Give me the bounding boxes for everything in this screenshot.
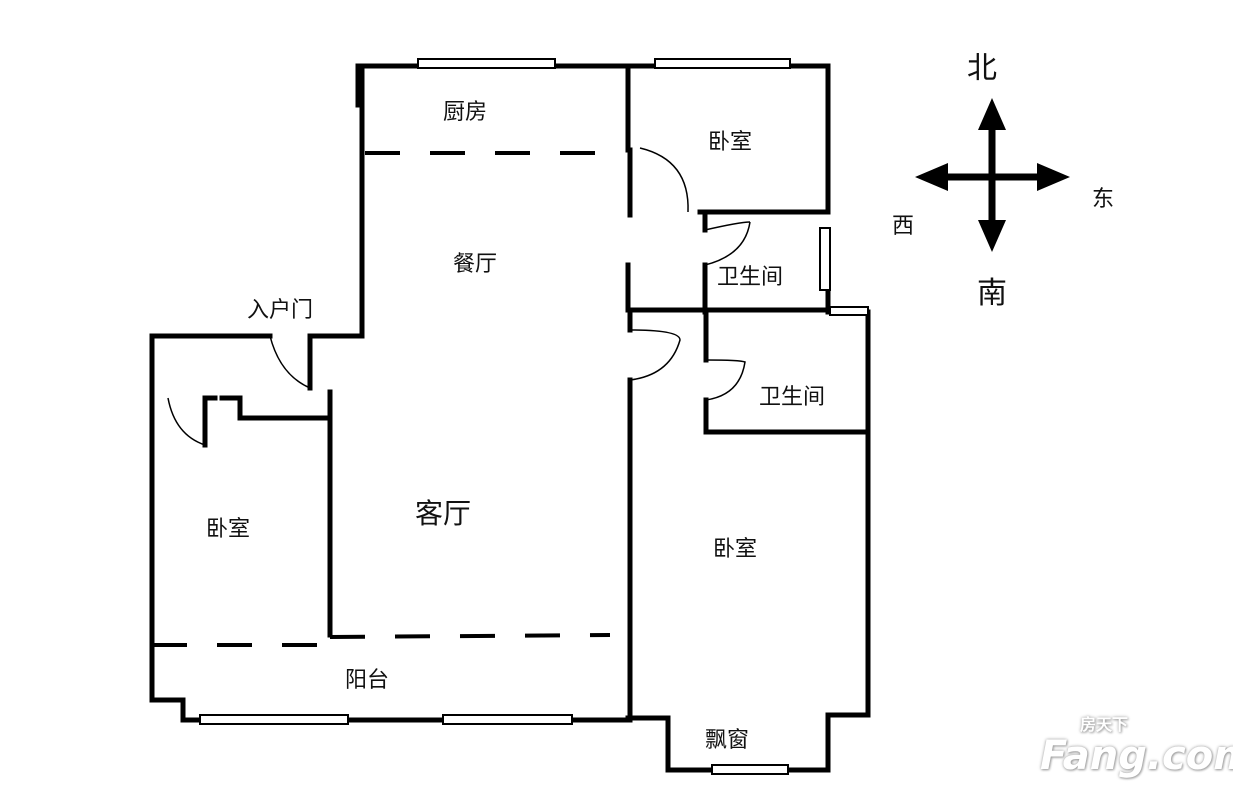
dashed-boundaries <box>152 151 625 647</box>
compass-north: 北 <box>967 51 997 86</box>
fang-watermark-logo: 房天下 Fang.com <box>1040 715 1233 779</box>
watermark-brand: Fang.com <box>1040 733 1233 779</box>
compass-east: 东 <box>1091 187 1115 212</box>
door-swings <box>167 147 751 446</box>
room-label-bedroom-ne: 卧室 <box>707 130 753 155</box>
compass-arrows <box>915 98 1070 252</box>
compass-south: 南 <box>977 276 1007 311</box>
room-label-bedroom-w: 卧室 <box>205 517 251 542</box>
windows <box>199 58 869 775</box>
room-label-bedroom-se: 卧室 <box>712 537 758 562</box>
walls <box>149 63 871 773</box>
room-label-kitchen: 厨房 <box>442 100 488 125</box>
watermark-brand-cn: 房天下 <box>1080 715 1129 734</box>
compass-west: 西 <box>891 214 915 239</box>
room-label-entrance: 入户门 <box>246 298 314 323</box>
room-label-bathroom-1: 卫生间 <box>716 265 784 290</box>
room-label-balcony: 阳台 <box>344 668 390 693</box>
room-label-living: 客厅 <box>414 497 472 530</box>
room-label-bathroom-2: 卫生间 <box>758 385 826 410</box>
room-label-bay-window: 飘窗 <box>704 728 750 753</box>
room-label-dining: 餐厅 <box>452 252 498 277</box>
